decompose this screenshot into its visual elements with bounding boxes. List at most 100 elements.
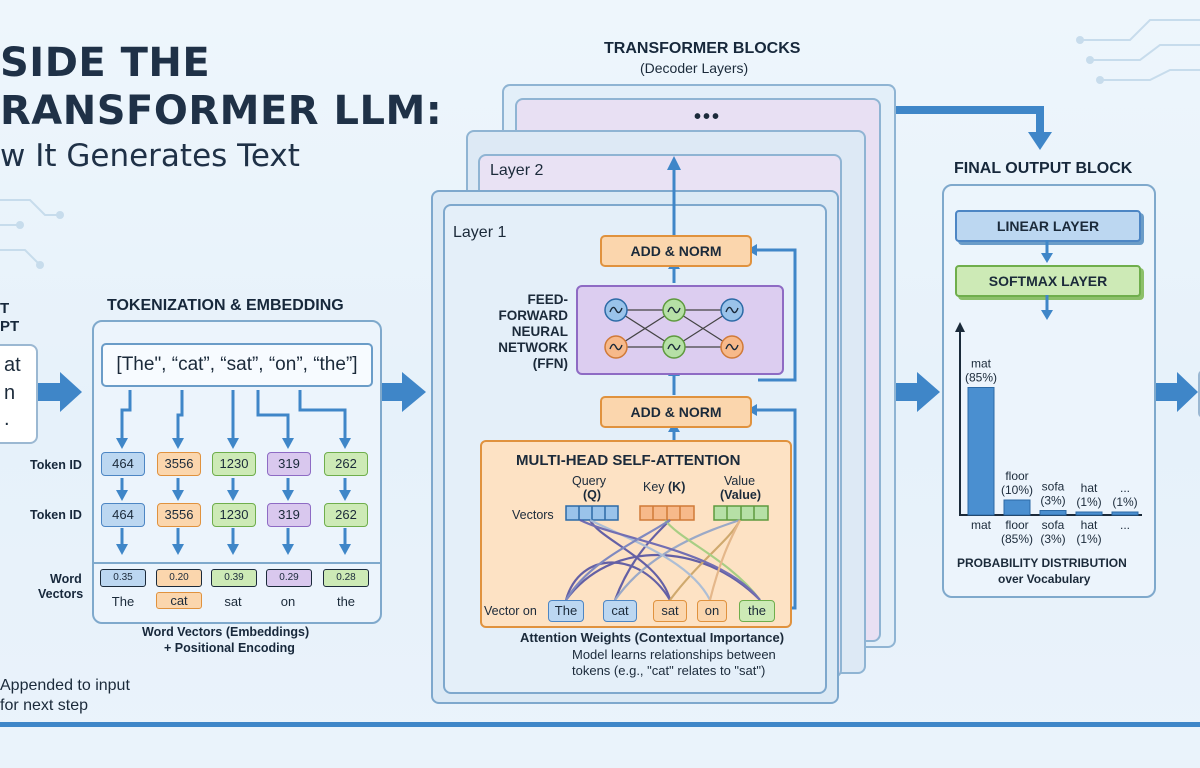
word-cat: cat bbox=[156, 592, 202, 609]
query-sub: (Q) bbox=[583, 488, 602, 502]
token-id-on: 319 bbox=[267, 452, 311, 476]
token-id-cat: 3556 bbox=[157, 452, 201, 476]
token-id-sat-row2: 1230 bbox=[212, 503, 256, 527]
word-the-2: the bbox=[336, 594, 356, 609]
chart-axis-label-2-0: sofa bbox=[1042, 518, 1065, 532]
chart-bar-2 bbox=[1039, 510, 1067, 516]
ffn-label-3: NEURAL bbox=[511, 324, 568, 339]
attention-caption-2: Model learns relationships between bbox=[572, 647, 776, 662]
attention-box bbox=[480, 440, 792, 628]
ffn-label-5: (FFN) bbox=[532, 356, 568, 371]
chart-bar-label-0-1: (85%) bbox=[965, 371, 997, 385]
arrow-input-to-tokenization bbox=[38, 372, 82, 412]
attention-token-the-2: the bbox=[739, 600, 775, 622]
ffn-label-2: FORWARD bbox=[498, 308, 569, 323]
input-prompt-text-3: . bbox=[4, 408, 10, 430]
output-title: FINAL OUTPUT BLOCK bbox=[954, 160, 1133, 177]
chart-axis-arrow bbox=[955, 322, 965, 332]
token-id-label-2: Token ID bbox=[30, 508, 82, 522]
softmax-layer: SOFTMAX LAYER bbox=[955, 265, 1141, 297]
word-vectors-label-2: Vectors bbox=[38, 587, 84, 601]
chart-bar-label-2-0: sofa bbox=[1042, 480, 1065, 494]
output-caption-2: over Vocabulary bbox=[998, 572, 1091, 586]
layers-ellipsis: ••• bbox=[694, 106, 722, 128]
chart-bar-label-2-1: (3%) bbox=[1040, 494, 1065, 508]
add-norm-bottom: ADD & NORM bbox=[600, 396, 752, 428]
ffn-label: FEED- FORWARD NEURAL NETWORK (FFN) bbox=[488, 292, 568, 372]
chart-bar-label-4-0: ... bbox=[1120, 481, 1130, 495]
chart-axis-label-3-1: (1%) bbox=[1076, 532, 1101, 546]
key-sub: (K) bbox=[668, 480, 686, 494]
token-id-sat: 1230 bbox=[212, 452, 256, 476]
chart-bar-label-3-0: hat bbox=[1081, 481, 1098, 495]
title-line-1: SIDE THE bbox=[0, 40, 211, 86]
layer-1-label: Layer 1 bbox=[453, 224, 507, 241]
attention-token-the: The bbox=[548, 600, 584, 622]
chart-bar-label-3-1: (1%) bbox=[1076, 495, 1101, 509]
token-id-the-2: 262 bbox=[324, 452, 368, 476]
chart-bar-1 bbox=[1003, 499, 1031, 516]
vector-on-label: Vector on bbox=[484, 604, 537, 618]
chart-axis-label-0-0: mat bbox=[971, 518, 992, 532]
transformer-subtitle: (Decoder Layers) bbox=[640, 60, 749, 76]
ffn-label-4: NETWORK bbox=[498, 340, 568, 355]
attention-caption-1: Attention Weights (Contextual Importance… bbox=[520, 630, 785, 645]
tokenization-caption-2: + Positional Encoding bbox=[164, 641, 295, 655]
vector-cat: 0.20 bbox=[156, 569, 202, 587]
input-prompt-text-2: n bbox=[4, 382, 16, 404]
chart-axis-label-3-0: hat bbox=[1081, 518, 1098, 532]
input-prompt-text-1: at bbox=[4, 354, 21, 376]
input-prompt-box: at n . bbox=[0, 344, 38, 444]
token-id-the: 464 bbox=[101, 452, 145, 476]
arrow-transformer-to-output bbox=[895, 372, 940, 412]
title-line-2: RANSFORMER LLM: bbox=[0, 88, 443, 134]
chart-bar-3 bbox=[1075, 511, 1103, 516]
chart-bar-label-4-1: (1%) bbox=[1112, 495, 1137, 509]
attention-diagram bbox=[564, 505, 769, 601]
arrow-tokenization-to-transformer bbox=[380, 372, 426, 412]
arrow-top-connector bbox=[895, 106, 1044, 135]
token-id-the-row2: 464 bbox=[101, 503, 145, 527]
attention-token-on: on bbox=[697, 600, 727, 622]
arrow-output-next bbox=[1155, 372, 1198, 412]
chart-bar-label-1-1: (10%) bbox=[1001, 483, 1033, 497]
query-label: Query bbox=[572, 474, 607, 488]
value-label: Value bbox=[724, 474, 756, 488]
appended-note-line-2: for next step bbox=[0, 697, 89, 714]
chart-axis-label-1-0: floor bbox=[1005, 518, 1028, 532]
ffn-label-1: FEED- bbox=[527, 292, 569, 307]
chart-axis-label-2-1: (3%) bbox=[1040, 532, 1065, 546]
vector-the: 0.35 bbox=[100, 569, 146, 587]
vector-the-2: 0.28 bbox=[323, 569, 369, 587]
attention-caption-3: tokens (e.g., "cat" relates to "sat") bbox=[572, 663, 766, 678]
ffn-network bbox=[604, 298, 744, 359]
linear-layer: LINEAR LAYER bbox=[955, 210, 1141, 242]
token-id-label-1: Token ID bbox=[30, 458, 82, 472]
token-id-the-2-row2: 262 bbox=[324, 503, 368, 527]
token-string-box: [The", “cat”, “sat”, “on”, “the”] bbox=[101, 343, 373, 387]
next-step-box bbox=[1198, 370, 1200, 418]
word-sat: sat bbox=[224, 594, 242, 609]
chart-axis-label-4-0: ... bbox=[1120, 518, 1130, 532]
input-prompt-label-2: PT bbox=[0, 318, 20, 335]
chart-bar-label-1-0: floor bbox=[1005, 469, 1028, 483]
token-id-on-row2: 319 bbox=[267, 503, 311, 527]
input-prompt-label-1: T bbox=[0, 300, 10, 317]
tokenization-caption-1: Word Vectors (Embeddings) bbox=[142, 625, 310, 639]
chart-bar-4 bbox=[1111, 511, 1139, 516]
vector-on: 0.29 bbox=[266, 569, 312, 587]
word-on: on bbox=[280, 594, 296, 609]
output-caption-1: PROBABILITY DISTRIBUTION bbox=[957, 556, 1127, 570]
chart-axis-label-1-1: (85%) bbox=[1001, 532, 1033, 546]
subtitle: w It Generates Text bbox=[0, 138, 300, 174]
attention-token-cat: cat bbox=[603, 600, 637, 622]
chart-bar-label-0-0: mat bbox=[971, 357, 992, 371]
layer-2-label: Layer 2 bbox=[490, 162, 544, 179]
vectors-label: Vectors bbox=[512, 508, 554, 522]
vector-sat: 0.39 bbox=[211, 569, 257, 587]
key-label: Key bbox=[643, 480, 665, 494]
